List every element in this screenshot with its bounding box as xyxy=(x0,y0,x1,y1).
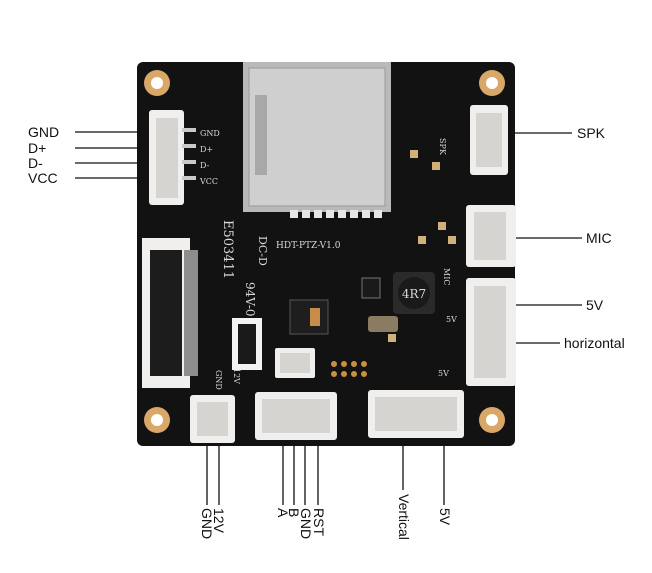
smd-components xyxy=(232,150,456,377)
callout-rst: RST xyxy=(311,508,327,536)
vertical-motor-connector xyxy=(368,390,464,438)
callout-mic: MIC xyxy=(586,230,612,246)
mic-connector xyxy=(466,205,516,267)
silkscreen: HDT-PTZ-V1.0 94V-0 E503411 DC-D GND D+ D… xyxy=(199,129,457,390)
svg-text:4R7: 4R7 xyxy=(402,287,426,301)
dcd-text: DC-D xyxy=(256,236,269,266)
svg-text:12V: 12V xyxy=(232,368,241,384)
callout-usb-vcc: VCC xyxy=(28,170,58,186)
svg-text:GND: GND xyxy=(200,129,220,138)
rating-text: 94V-0 xyxy=(243,282,257,317)
rs485-connector xyxy=(255,392,337,440)
callout-usb-gnd: GND xyxy=(28,124,60,140)
svg-text:5V: 5V xyxy=(446,315,457,324)
callout-5v-bottom: 5V xyxy=(437,508,453,526)
svg-text:D+: D+ xyxy=(200,145,213,154)
svg-text:GND: GND xyxy=(214,370,223,390)
callout-power-12v: 12V xyxy=(211,508,227,533)
pcb-board xyxy=(137,62,515,446)
callout-horizontal: horizontal xyxy=(564,335,625,351)
svg-text:VCC: VCC xyxy=(199,177,218,186)
svg-text:MIC: MIC xyxy=(442,268,451,285)
fpc-connector xyxy=(142,238,198,388)
code-text: E503411 xyxy=(220,220,235,279)
callout-vertical: Vertical xyxy=(396,494,412,540)
sd-card-slot xyxy=(243,62,391,218)
board-model-text: HDT-PTZ-V1.0 xyxy=(276,241,341,251)
callout-usb-dminus: D- xyxy=(28,155,43,171)
callout-usb-dplus: D+ xyxy=(28,140,47,156)
usb-header-connector xyxy=(149,110,196,205)
small-fan-connector xyxy=(275,348,315,378)
horizontal-motor-connector xyxy=(466,278,516,386)
power-12v-connector xyxy=(190,395,235,443)
callout-lines xyxy=(75,131,582,505)
spk-connector xyxy=(470,105,508,175)
ic-chip xyxy=(289,299,329,335)
svg-text:D-: D- xyxy=(200,161,210,170)
callout-spk: SPK xyxy=(577,125,606,141)
inductor: 4R7 xyxy=(393,272,435,314)
svg-text:SPK: SPK xyxy=(438,138,447,156)
svg-text:5V: 5V xyxy=(438,369,449,378)
callout-5v-right: 5V xyxy=(586,297,604,313)
mounting-holes xyxy=(144,70,505,433)
